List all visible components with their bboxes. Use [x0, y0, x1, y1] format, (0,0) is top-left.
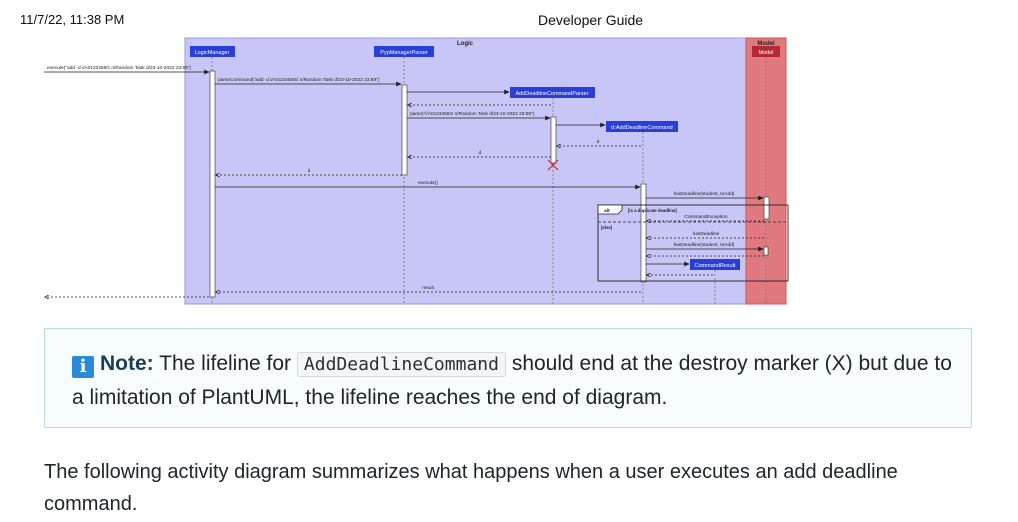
sequence-diagram: Logic Model LogicManager PypManagerParse… [44, 37, 789, 305]
svg-text:execute(): execute() [418, 180, 438, 186]
activation-add-parser [550, 116, 557, 164]
svg-text:Model: Model [759, 50, 774, 56]
note-text: i Note: The lifeline for AddDeadlineComma… [72, 347, 952, 414]
activation-logic-manager [209, 70, 216, 298]
activation-model [763, 196, 770, 220]
svg-text:execute("add -d i/A0123456G n/: execute("add -d i/A0123456G n/Random Tas… [47, 65, 192, 71]
header-datetime: 11/7/22, 11:38 PM [20, 12, 125, 27]
participant-logic-manager [190, 46, 235, 57]
note-text-after: should end at the destroy marker (X) but… [72, 352, 952, 409]
svg-text:LogicManager: LogicManager [195, 50, 230, 56]
activation-command [640, 183, 647, 283]
svg-text:parseCommand("add -d i/A012345: parseCommand("add -d i/A0123456G n/Rando… [218, 77, 380, 83]
note-callout: i Note: The lifeline for AddDeadlineComma… [44, 328, 972, 428]
svg-text:result: result [422, 285, 434, 291]
activation-model-2 [763, 246, 769, 256]
participant-command [606, 121, 678, 132]
info-icon: i [72, 356, 94, 378]
svg-text:CommandException: CommandException [684, 214, 728, 220]
participant-add-parser [510, 87, 595, 98]
model-box-label: Model [757, 41, 775, 47]
logic-box [184, 37, 747, 305]
svg-text:PypManagerParser: PypManagerParser [380, 50, 428, 56]
svg-text:[is a duplicate deadline]: [is a duplicate deadline] [628, 208, 677, 213]
participant-result [690, 259, 740, 270]
logic-box-label: Logic [457, 41, 474, 47]
svg-text:parse("i/A0123456G n/Random Ta: parse("i/A0123456G n/Random Task d/23-10… [410, 111, 535, 117]
svg-text:d:AddDeadlineCommand: d:AddDeadlineCommand [611, 125, 672, 131]
note-code: AddDeadlineCommand [296, 352, 506, 377]
svg-text:hasDeadline(student, toAdd): hasDeadline(student, toAdd) [674, 242, 735, 248]
svg-text:d: d [308, 168, 311, 174]
svg-text:AddDeadlineCommandParser: AddDeadlineCommandParser [515, 91, 588, 97]
body-paragraph: The following activity diagram summarize… [44, 461, 898, 515]
svg-text:hasDeadline(student, toAdd): hasDeadline(student, toAdd) [674, 191, 735, 197]
svg-text:alt: alt [604, 208, 610, 214]
note-label: Note: [100, 352, 154, 375]
note-text-before: The lifeline for [159, 352, 292, 375]
svg-text:d: d [479, 150, 482, 156]
svg-text:CommandResult: CommandResult [695, 263, 736, 269]
activation-parser [401, 84, 408, 176]
header-title: Developer Guide [538, 12, 644, 28]
alt-fragment-tab [597, 204, 623, 215]
alt-fragment [597, 204, 789, 282]
destroy-marker [547, 159, 559, 171]
svg-text:hasDeadline: hasDeadline [693, 231, 720, 237]
svg-text:d: d [597, 139, 600, 145]
participant-model [752, 46, 780, 57]
svg-text:[else]: [else] [601, 225, 613, 230]
participant-parser [374, 46, 434, 57]
